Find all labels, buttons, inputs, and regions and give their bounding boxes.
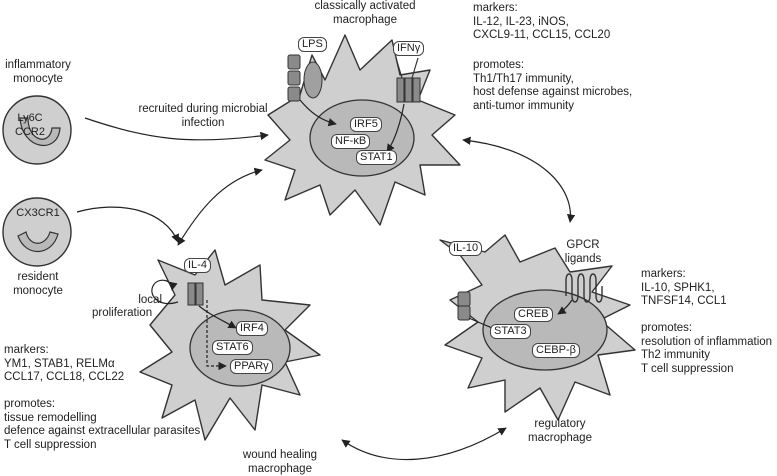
gpcr-label: GPCR ligands (564, 239, 602, 265)
irf5-label: IRF5 (350, 117, 382, 132)
resident-monocyte-label: resident monocyte (13, 271, 63, 297)
nfkb-label: NF-κB (331, 134, 371, 149)
inflammatory-monocyte-markers: Ly6C CCR2 (15, 112, 45, 138)
resident-monocyte-cell (2, 197, 72, 267)
ppar-label: PPARγ (230, 359, 273, 374)
inflammatory-monocyte-cell (2, 95, 72, 165)
inflammatory-monocyte-label: inflammatory monocyte (5, 59, 71, 85)
il4-label: IL-4 (184, 258, 211, 273)
classical-macrophage-title: classically activated macrophage (314, 0, 416, 26)
ifn-receptor (395, 57, 421, 103)
recruited-label: recruited during microbial infection (138, 103, 268, 129)
regulatory-macrophage-title: regulatory macrophage (528, 418, 592, 444)
gpcr-receptor (565, 273, 603, 303)
classical-markers: markers: IL-12, IL-23, iNOS, CXCL9-11, C… (473, 2, 611, 41)
ifn-label: IFNγ (393, 41, 425, 56)
classical-promotes: promotes: Th1/Th17 immunity, host defens… (473, 59, 633, 112)
lps-receptor (287, 54, 323, 102)
il4-receptor (187, 282, 204, 306)
creb-label: CREB (514, 307, 553, 322)
il10-label: IL-10 (449, 241, 483, 256)
cebp-label: CEBP-β (532, 343, 580, 358)
lps-label: LPS (298, 37, 327, 52)
stat3-label: STAT3 (490, 324, 531, 339)
stat6-label: STAT6 (212, 340, 253, 355)
wound-macrophage-title: wound healing macrophage (242, 449, 318, 475)
wound-markers: markers: YM1, STAB1, RELMα CCL17, CCL18,… (4, 344, 125, 383)
local-proliferation-label: local (138, 294, 162, 306)
irf4-label: IRF4 (236, 321, 268, 336)
regulatory-markers: markers: IL-10, SPHK1, TNFSF14, CCL1 (641, 268, 727, 307)
regulatory-promotes: promotes: resolution of inflammation Th2… (641, 322, 773, 375)
wound-promotes: promotes: tissue remodelling defence aga… (4, 398, 201, 451)
stat1-label: STAT1 (356, 150, 397, 165)
local-proliferation-label-2: proliferation (92, 307, 153, 319)
resident-monocyte-marker: CX3CR1 (16, 207, 60, 219)
il10-receptor (457, 291, 471, 321)
